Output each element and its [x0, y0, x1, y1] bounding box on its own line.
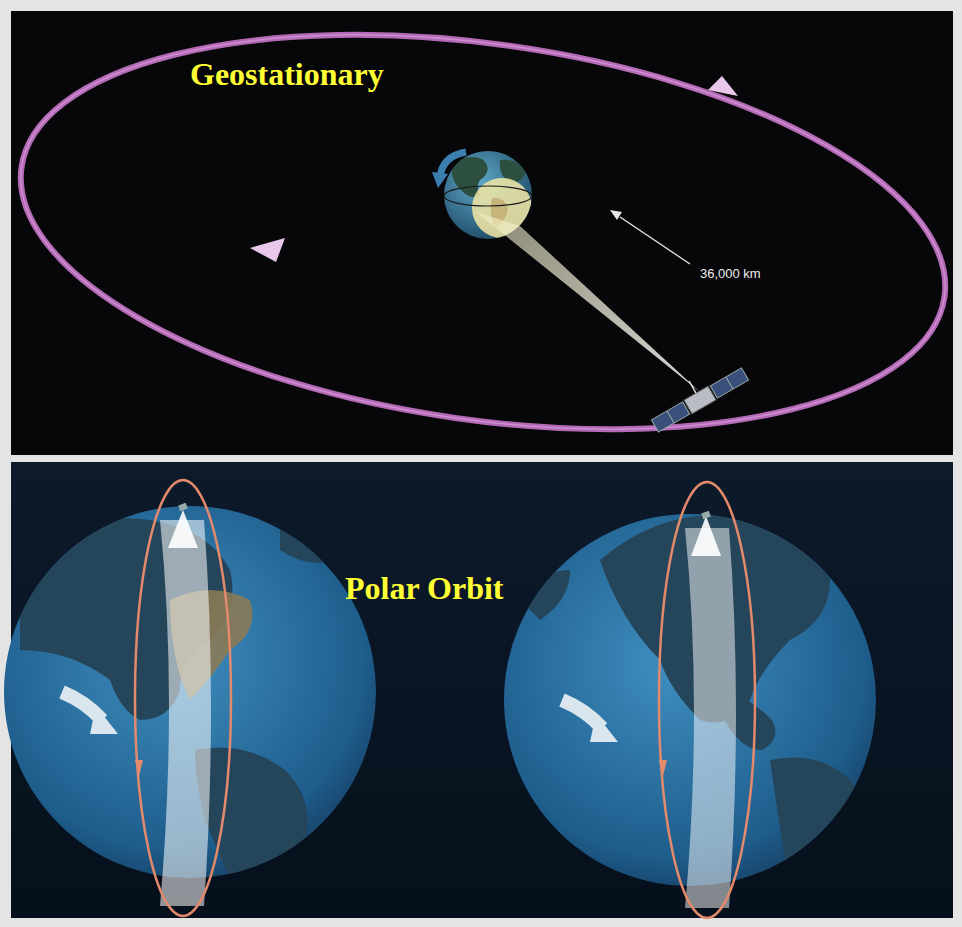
space-panel	[11, 11, 953, 455]
swath	[160, 520, 211, 906]
orbit-arrow	[250, 238, 285, 262]
panel-heading: Polar Orbit	[345, 570, 504, 607]
distance-arrowhead	[610, 210, 622, 220]
swath	[685, 528, 736, 908]
geostationary-orbit	[0, 0, 962, 483]
satellite	[644, 355, 749, 433]
panel-heading: Geostationary	[190, 56, 384, 93]
orbit-arrow	[708, 76, 738, 96]
sensor-beam	[476, 212, 700, 392]
earth	[504, 482, 876, 918]
distance-line	[620, 217, 690, 264]
earth	[4, 480, 376, 916]
distance-label: 36,000 km	[700, 266, 761, 281]
